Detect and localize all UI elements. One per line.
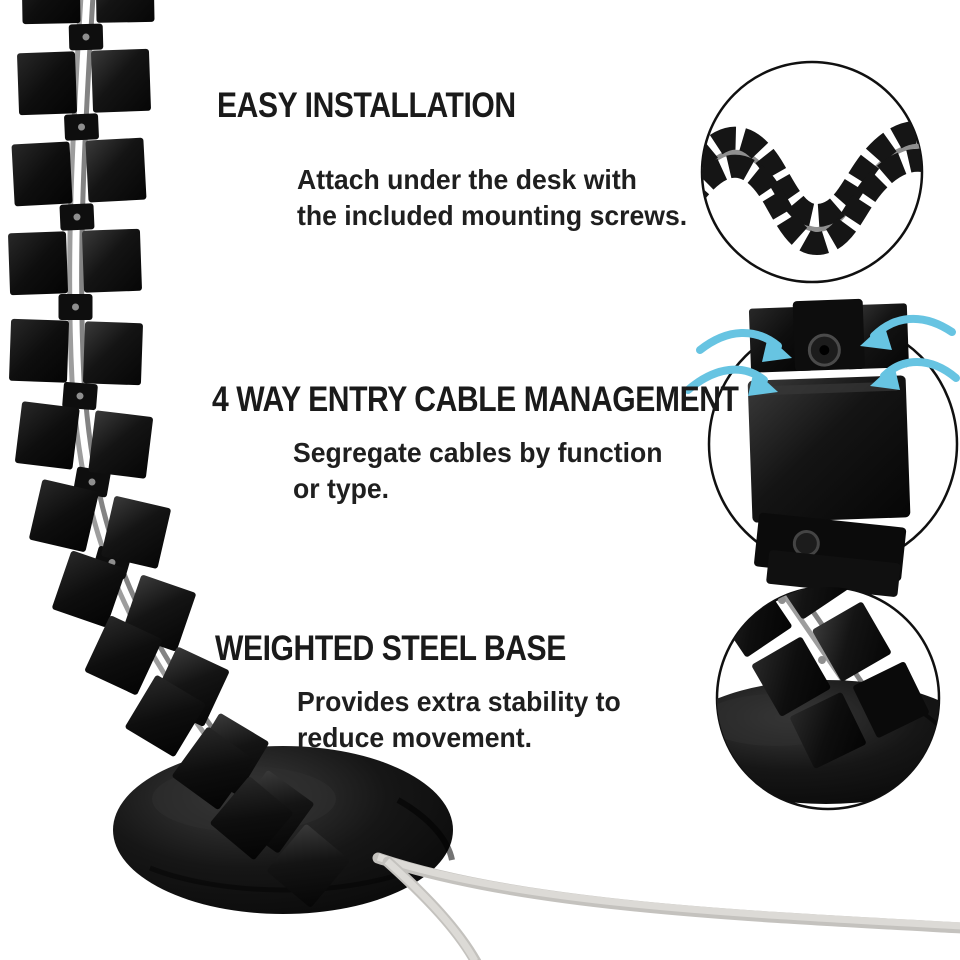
feature-heading-easy-installation: EASY INSTALLATION [217, 86, 516, 125]
spine-vertebra-blocks [8, 0, 350, 907]
power-cables [372, 852, 960, 960]
feature-heading-weighted-base: WEIGHTED STEEL BASE [215, 629, 566, 668]
blue-entry-arrows [684, 315, 960, 396]
feature-description-4-way-entry: Segregate cables by function or type. [293, 437, 663, 505]
feature-description-easy-installation: Attach under the desk with the included … [297, 164, 688, 232]
feature-description-weighted-base: Provides extra stability to reduce movem… [297, 686, 621, 754]
feature-heading-4-way-entry: 4 WAY ENTRY CABLE MANAGEMENT [212, 380, 739, 419]
callout-flexible-spine [700, 60, 924, 284]
callout-four-way-entry [684, 298, 960, 597]
